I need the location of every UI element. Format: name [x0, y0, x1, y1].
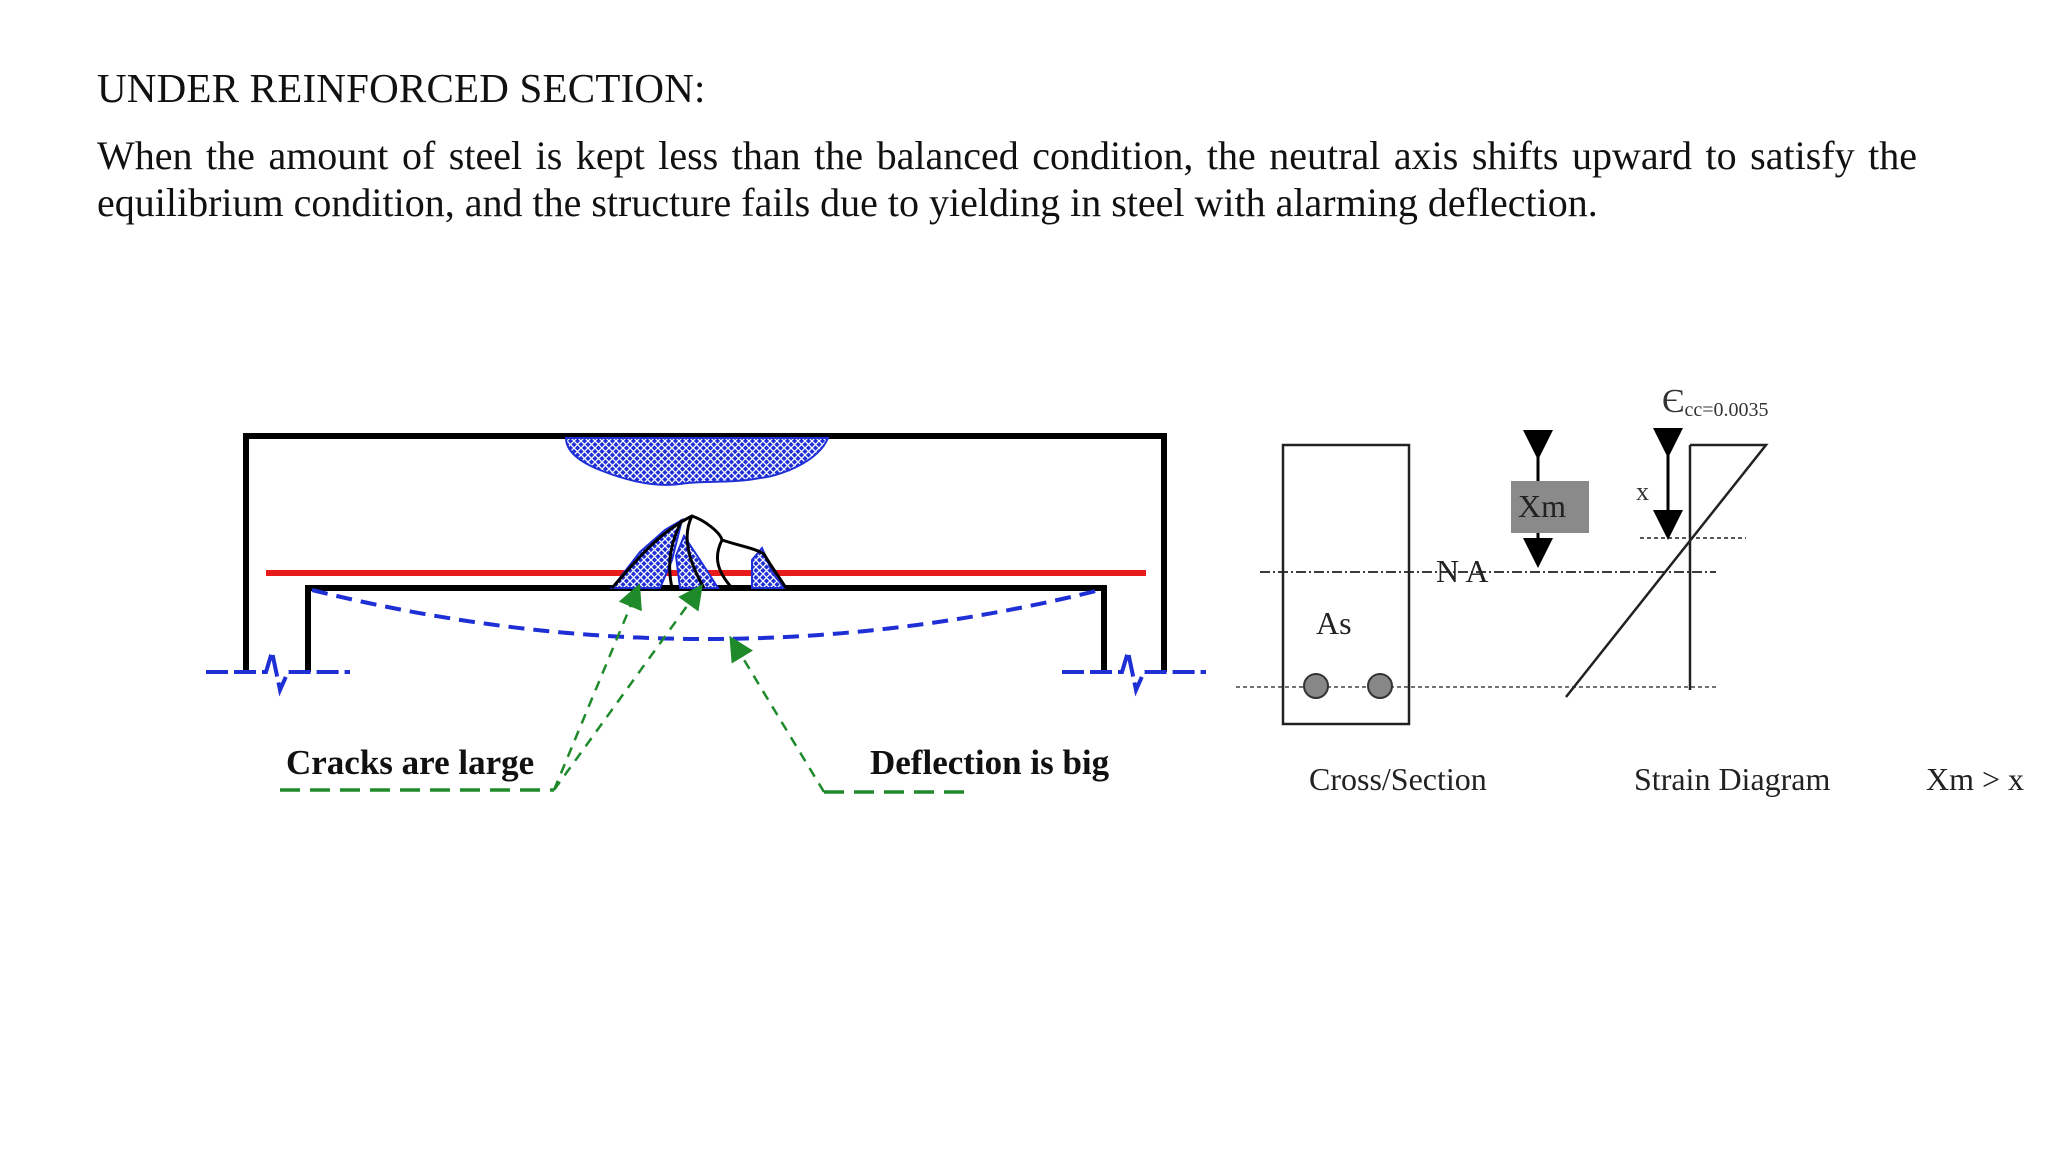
- crack-zone-middle: [674, 533, 720, 589]
- compression-crushing-zone: [564, 437, 830, 486]
- steel-area-label: As: [1316, 605, 1352, 641]
- x-label: x: [1636, 477, 1649, 506]
- steel-bar-left: [1303, 673, 1329, 699]
- deflected-shape: [311, 588, 1101, 641]
- xm-label-box: [1511, 481, 1589, 533]
- strain-label: Єcc=0.0035: [1662, 383, 1769, 421]
- cracks-label: Cracks are large: [286, 743, 534, 782]
- relation-caption: Xm > x: [1926, 761, 2024, 797]
- cross-section-outline: [1281, 443, 1411, 726]
- neutral-axis-label: N A: [1436, 553, 1488, 589]
- cross-section-caption: Cross/Section: [1309, 761, 1487, 797]
- left-support-break: [206, 651, 350, 697]
- beam-diagram: Cracks are large Deflection is big: [206, 433, 1206, 794]
- crack-zone-right: [751, 546, 786, 589]
- section-description: When the amount of steel is kept less th…: [97, 133, 1917, 225]
- cracks-arrow-1: [552, 583, 642, 791]
- beam-frame: [243, 433, 1167, 672]
- deflection-label: Deflection is big: [870, 743, 1110, 782]
- strain-diagram-outline: [1565, 443, 1769, 698]
- section-heading: UNDER REINFORCED SECTION:: [97, 65, 706, 111]
- deflection-arrow: [729, 635, 826, 793]
- xm-label: Xm: [1518, 488, 1566, 524]
- strain-diagram-caption: Strain Diagram: [1634, 761, 1831, 797]
- beam-soffit: [305, 585, 1107, 672]
- cracks-arrow-2: [552, 583, 703, 791]
- crack-lines: [610, 514, 788, 589]
- steel-bar-right: [1367, 673, 1393, 699]
- right-support-break: [1062, 651, 1206, 697]
- section-diagram: As N A Xm x Єcc=0.0035 Cross/Section Str…: [1236, 383, 2024, 797]
